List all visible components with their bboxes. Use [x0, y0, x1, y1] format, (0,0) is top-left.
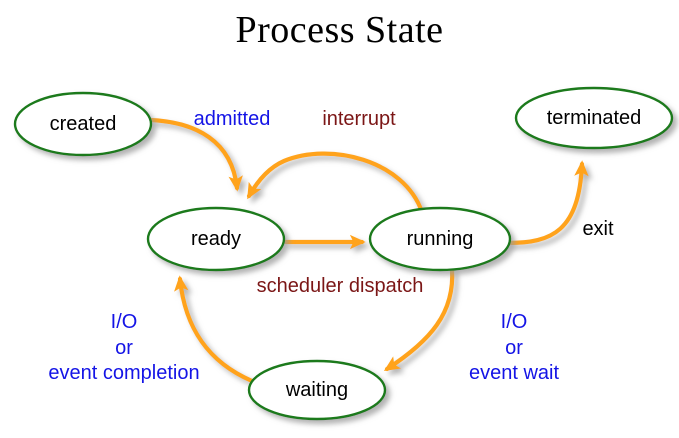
node-label-waiting: waiting: [285, 379, 349, 401]
edge-admitted: [147, 117, 243, 192]
node-label-terminated: terminated: [546, 107, 642, 129]
edge-label-exit: exit: [582, 218, 614, 240]
node-ready[interactable]: [146, 206, 286, 272]
edge-label-event-wait: I/O or event wait: [468, 311, 560, 385]
node-label-running: running: [406, 228, 474, 250]
edge-label-event-completion: I/O or event completion: [48, 311, 200, 385]
node-terminated[interactable]: [514, 86, 674, 150]
edge-label-scheduler-dispatch: scheduler dispatch: [256, 275, 424, 297]
edge-label-interrupt: interrupt: [322, 108, 396, 130]
node-label-ready: ready: [190, 228, 242, 250]
edge-event-wait: [383, 266, 455, 372]
edge-exit: [505, 160, 589, 246]
edge-interrupt: [246, 151, 425, 215]
node-created[interactable]: [13, 91, 153, 157]
edge-event-completion: [174, 275, 255, 384]
node-label-created: created: [49, 113, 117, 135]
page-title: Process State: [235, 9, 444, 51]
node-running[interactable]: [368, 206, 512, 272]
node-waiting[interactable]: [247, 359, 387, 421]
edge-label-admitted: admitted: [193, 108, 271, 130]
